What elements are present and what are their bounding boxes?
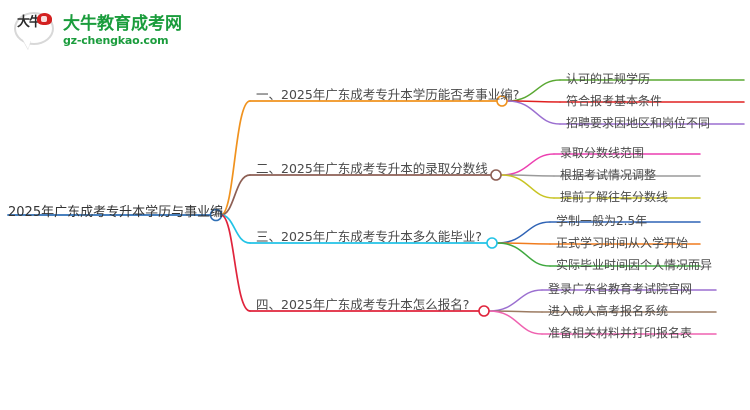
leaf-label-2-1[interactable]: 录取分数线范围 [560,146,645,160]
branch-label-4[interactable]: 四、2025年广东成考专升本怎么报名? [256,297,470,312]
leaf-label-1-3[interactable]: 招聘要求因地区和岗位不同 [566,116,711,130]
site-logo[interactable]: 大牛 大牛教育成考网 gz-chengkao.com [0,0,190,62]
logo-text-group: 大牛教育成考网 gz-chengkao.com [63,14,182,48]
leaf-label-1-2[interactable]: 符合报考基本条件 [566,94,663,108]
leaf-label-2-2[interactable]: 根据考试情况调整 [560,168,657,182]
logo-title: 大牛教育成考网 [63,14,182,34]
logo-mark-text: 大牛 [17,15,42,30]
leaf-label-4-1[interactable]: 登录广东省教育考试院官网 [548,282,693,296]
leaf-label-3-3[interactable]: 实际毕业时间因个人情况而异 [556,258,713,272]
root-node-label[interactable]: 2025年广东成考专升本学历与事业编 [8,205,224,220]
leaf-label-4-2[interactable]: 进入成人高考报名系统 [548,304,669,318]
leaf-label-2-3[interactable]: 提前了解往年分数线 [560,190,669,204]
speech-bubble-tail-icon [23,40,31,49]
logo-subtitle: gz-chengkao.com [63,34,169,47]
logo-mark-icon: 大牛 [14,10,56,52]
leaf-label-3-2[interactable]: 正式学习时间从入学开始 [556,236,689,250]
leaf-label-3-1[interactable]: 学制一般为2.5年 [556,214,648,228]
leaf-label-1-1[interactable]: 认可的正规学历 [566,72,651,86]
logo-seal-icon [37,13,52,25]
leaf-label-4-3[interactable]: 准备相关材料并打印报名表 [548,326,693,340]
branch-label-1[interactable]: 一、2025年广东成考专升本学历能否考事业编? [256,87,520,102]
branch-label-3[interactable]: 三、2025年广东成考专升本多久能毕业? [256,229,482,244]
branch-label-2[interactable]: 二、2025年广东成考专升本的录取分数线 [256,161,488,176]
